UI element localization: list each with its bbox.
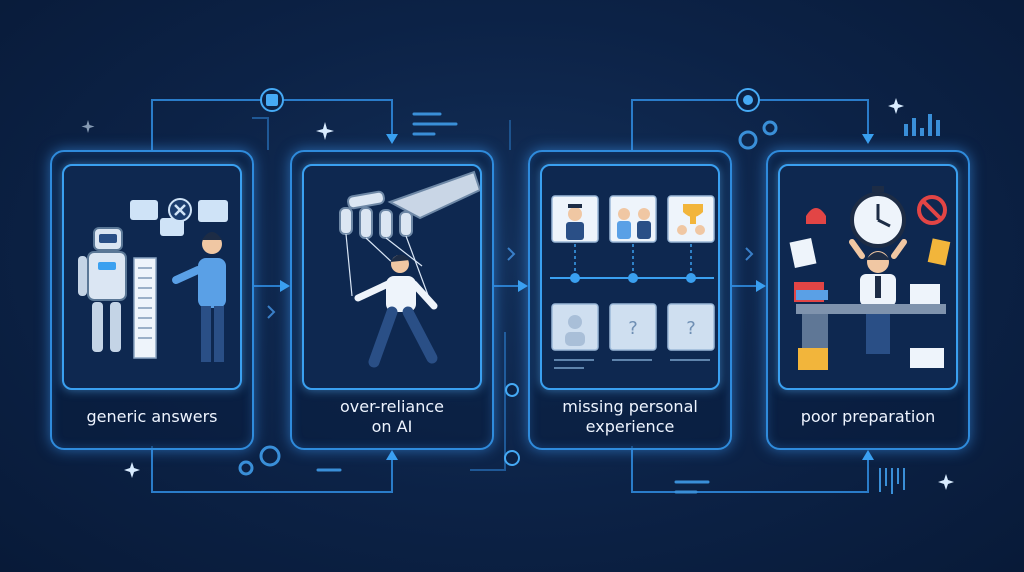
step-illustration [302,164,482,390]
svg-text:?: ? [686,318,696,339]
robot-reading-scroll-icon [78,198,228,362]
step-label: poor preparation [800,407,936,426]
step-label: missing personal experience [562,397,698,436]
step-illustration [62,164,242,390]
step-card-poor-preparation: poor preparation [766,150,970,450]
step-card-over-reliance: over-reliance on AI [290,150,494,450]
experience-timeline-icon: ? ? [550,195,715,369]
step-label: over-reliance on AI [340,397,444,436]
step-label: generic answers [86,407,218,426]
step-card-missing-experience: ? ? missing personal experience [528,150,732,450]
stressed-person-desk-icon [789,186,951,370]
step-illustration [778,164,958,390]
svg-text:?: ? [628,318,638,339]
step-card-generic-answers: generic answers [50,150,254,450]
robot-hand-puppet-icon [339,170,480,368]
step-illustration: ? ? [540,164,720,390]
